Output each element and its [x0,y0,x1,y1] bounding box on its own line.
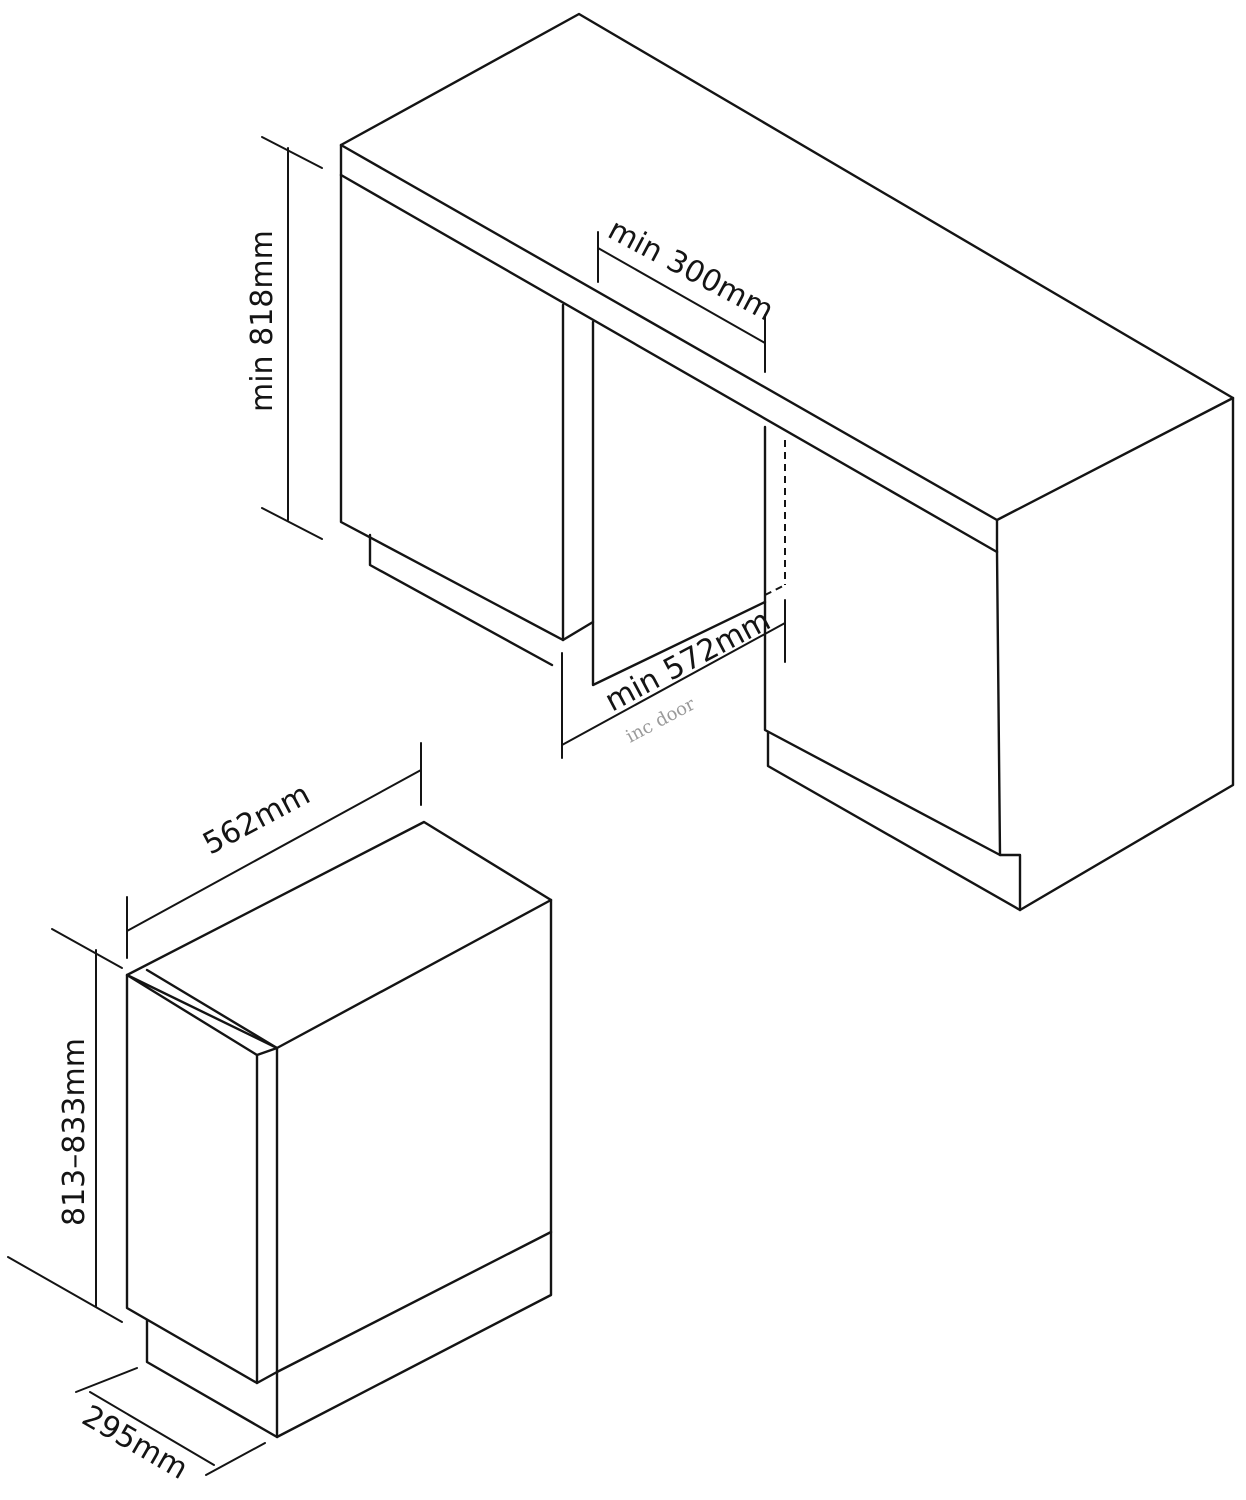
depth-dim-line [561,622,786,746]
cabinet-niche-drawing: min 818mm min 300mm min 572mm inc door [245,12,1235,912]
appliance-depth-tick-right [205,1442,266,1476]
appliance-depth-dim-line [89,1391,215,1466]
right-cabinet-side-face [998,396,1235,912]
appliance-side-face [275,898,553,1439]
countertop-front-bottom-edge [339,173,999,554]
appliance-door-edge [145,968,279,1385]
left-cabinet-side-edge [561,320,595,642]
right-cabinet-door [763,425,1002,857]
height-dim-tick-bottom [261,507,323,540]
countertop-top-face [339,12,1235,522]
appliance-side-plinth-line [275,1230,553,1374]
left-cabinet-plinth [368,533,554,667]
width-dim-line [126,769,422,932]
niche-floor-edge [591,600,767,687]
appliance-depth-tick-left [75,1367,138,1393]
appliance-height-tick-bottom [7,1256,123,1323]
min-height-label: min 818mm [245,230,280,412]
min-gap-label: min 300mm [602,212,779,328]
appliance-door-top-edge [255,1046,279,1057]
right-cabinet-plinth [766,730,1022,912]
appliance-height-label: 813–833mm [57,1038,92,1226]
height-dim-tick-top [261,136,323,169]
niche-hidden-edge-bottom [764,584,786,596]
appliance-height-tick-top [51,928,123,969]
left-cabinet-door [339,173,565,642]
appliance-width-label: 562mm [197,777,316,862]
gap-dim-line [597,247,766,344]
appliance-drawing: 562mm 813–833mm 295mm [7,742,553,1487]
appliance-plinth [145,1318,279,1439]
